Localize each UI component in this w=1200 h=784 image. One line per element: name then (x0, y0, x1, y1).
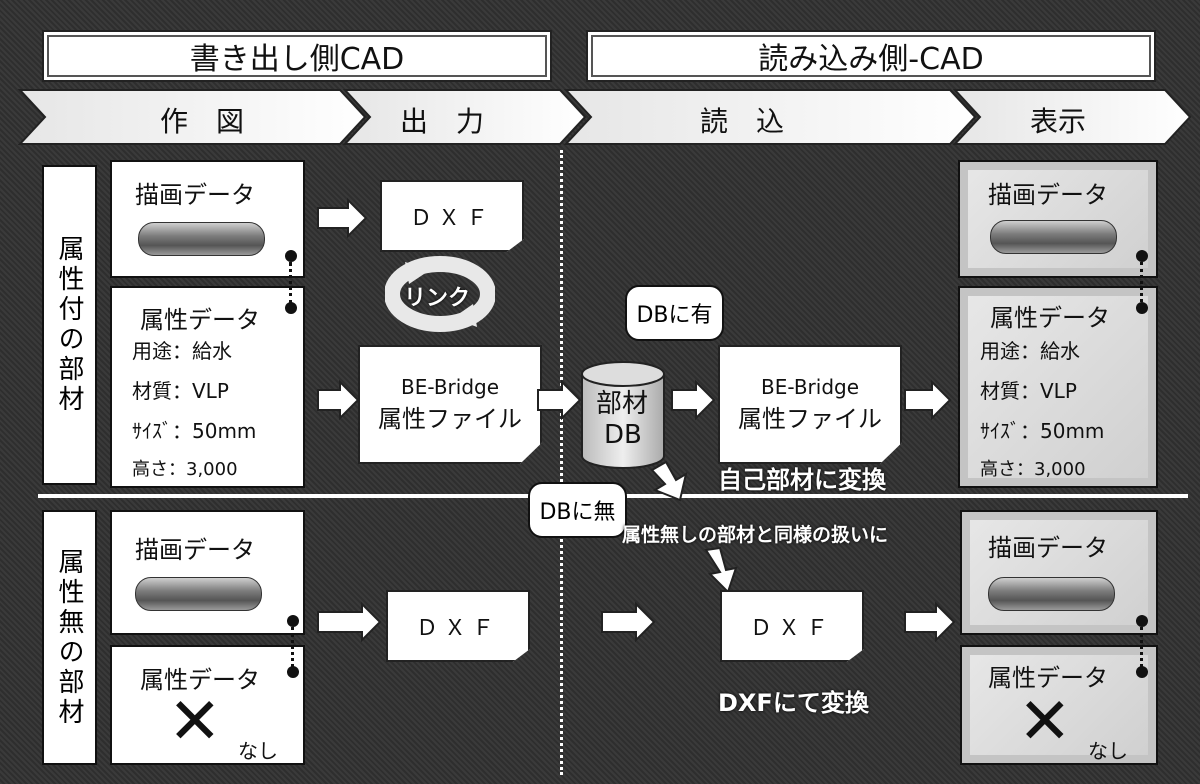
link-cycle-icon (385, 256, 495, 332)
left-attr-height: 高さ：3,000 (132, 459, 238, 480)
callout-db-no: DBに無 (528, 482, 627, 538)
row-label-without-attr: 属性無の部材 (42, 510, 97, 765)
left-pipe-graphic (138, 222, 265, 256)
right-none-draw-panel (960, 510, 1158, 635)
right-none-attr-label: 属性データ (988, 664, 1108, 692)
center-dotted-divider (560, 150, 563, 775)
right-draw-data-panel (958, 160, 1158, 278)
callout-db-yes-text: DBに有 (636, 303, 713, 328)
be-bridge-left-title: BE-Bridge (400, 375, 500, 399)
step-chevron-draw (17, 89, 367, 145)
arrow-bebridge-right-to-display (904, 379, 952, 421)
step-output: 出 力 (400, 105, 485, 138)
left-attr-data-label: 属性データ (140, 306, 260, 334)
callout-db-yes: DBに有 (625, 285, 724, 341)
right-attr-data-panel (958, 286, 1158, 488)
step-draw: 作 図 (160, 105, 245, 138)
step-chevron-output (342, 89, 587, 145)
left-draw-data-label: 描画データ (135, 181, 255, 209)
left-none-dot-bottom (287, 666, 299, 678)
row-label-without-attr-text: 属性無の部材 (54, 547, 84, 728)
step-read: 読 込 (700, 105, 785, 138)
left-draw-data-panel (110, 160, 305, 278)
left-link-dot-bottom (285, 302, 297, 314)
header-import-cad: 読み込み側-CAD (586, 30, 1156, 82)
step-chevron-display (952, 89, 1192, 145)
step-chevron-read (563, 89, 977, 145)
header-export-cad: 書き出し側CAD (42, 30, 552, 82)
callout-db-no-text: DBに無 (539, 500, 616, 525)
arrow-none-to-dxf (317, 601, 382, 643)
arrow-to-dxf-right (704, 546, 738, 594)
dxf-doc-bottom-left: ＤＸＦ (386, 590, 530, 662)
left-link-dots (289, 262, 292, 304)
header-import-cad-text: 読み込み側-CAD (758, 42, 984, 77)
right-attr-data-label: 属性データ (990, 304, 1110, 332)
be-bridge-right-subtitle: 属性ファイル (738, 405, 882, 433)
arrow-attr-to-bebridge (317, 379, 360, 421)
left-attr-use: 用途：給水 (132, 339, 232, 363)
step-chevrons (17, 89, 1192, 145)
left-none-pipe-graphic (135, 577, 262, 611)
right-none-label: なし (1088, 739, 1128, 763)
left-none-label: なし (238, 739, 278, 763)
left-none-attr-label: 属性データ (140, 666, 260, 694)
right-attr-use: 用途：給水 (980, 339, 1080, 363)
right-none-dot-bottom (1136, 666, 1148, 678)
left-none-cross-icon: ✕ (168, 685, 222, 759)
db-label-parts: 部材 (596, 389, 649, 419)
left-attr-material: 材質：VLP (132, 379, 229, 403)
right-none-dots (1140, 627, 1143, 667)
arrow-draw-to-dxf (317, 197, 368, 239)
left-none-dot-top (287, 615, 299, 627)
left-attr-data-panel (110, 286, 305, 488)
right-link-dot-top (1136, 250, 1148, 262)
be-bridge-file-right: BE-Bridge 属性ファイル (718, 345, 902, 464)
left-attr-size: ｻｲｽﾞ：50mm (132, 419, 257, 443)
right-none-draw-label: 描画データ (988, 534, 1108, 562)
left-none-draw-label: 描画データ (135, 536, 255, 564)
convert-self-label: 自己部材に変換 (718, 466, 886, 494)
treat-as-none-label: 属性無しの部材と同様の扱いに (622, 524, 889, 546)
arrow-db-to-bebridge-right (671, 379, 716, 421)
row-label-with-attr: 属性付の部材 (42, 165, 97, 485)
convert-dxf-label: DXFにて変換 (718, 689, 869, 717)
arrow-db-down (650, 460, 688, 502)
dxf-doc-top: ＤＸＦ (380, 180, 524, 252)
be-bridge-left-subtitle: 属性ファイル (378, 405, 522, 433)
right-none-cross-icon: ✕ (1018, 685, 1072, 759)
link-label: リンク (404, 286, 471, 311)
right-attr-size: ｻｲｽﾞ：50mm (980, 419, 1105, 443)
right-none-attr-panel (960, 645, 1158, 765)
header-export-cad-text: 書き出し側CAD (189, 42, 405, 77)
row-label-with-attr-text: 属性付の部材 (54, 235, 84, 415)
step-display: 表示 (1030, 105, 1087, 138)
right-none-dot-top (1136, 615, 1148, 627)
arrow-bebridge-to-db (537, 379, 582, 421)
right-none-pipe-graphic (988, 577, 1115, 611)
left-none-draw-panel (110, 510, 305, 635)
dxf-doc-top-text: ＤＸＦ (409, 206, 494, 231)
arrow-dxf-mid (601, 601, 656, 643)
right-pipe-graphic (990, 220, 1117, 254)
be-bridge-right-title: BE-Bridge (760, 375, 860, 399)
parts-db-cylinder (581, 361, 665, 469)
arrow-dxf-right-to-display (904, 601, 956, 643)
right-link-dot-bottom (1136, 302, 1148, 314)
right-attr-material: 材質：VLP (980, 379, 1077, 403)
db-label-db: DB (604, 420, 642, 450)
left-none-dots (291, 627, 294, 667)
left-link-dot-top (285, 250, 297, 262)
dxf-doc-bottom-left-text: ＤＸＦ (415, 616, 500, 641)
dxf-doc-bottom-right-text: ＤＸＦ (749, 616, 834, 641)
dxf-doc-bottom-right: ＤＸＦ (720, 590, 864, 662)
right-draw-data-label: 描画データ (988, 181, 1108, 209)
right-link-dots (1140, 262, 1143, 302)
right-attr-height: 高さ：3,000 (980, 459, 1086, 480)
left-none-attr-panel (110, 645, 305, 765)
